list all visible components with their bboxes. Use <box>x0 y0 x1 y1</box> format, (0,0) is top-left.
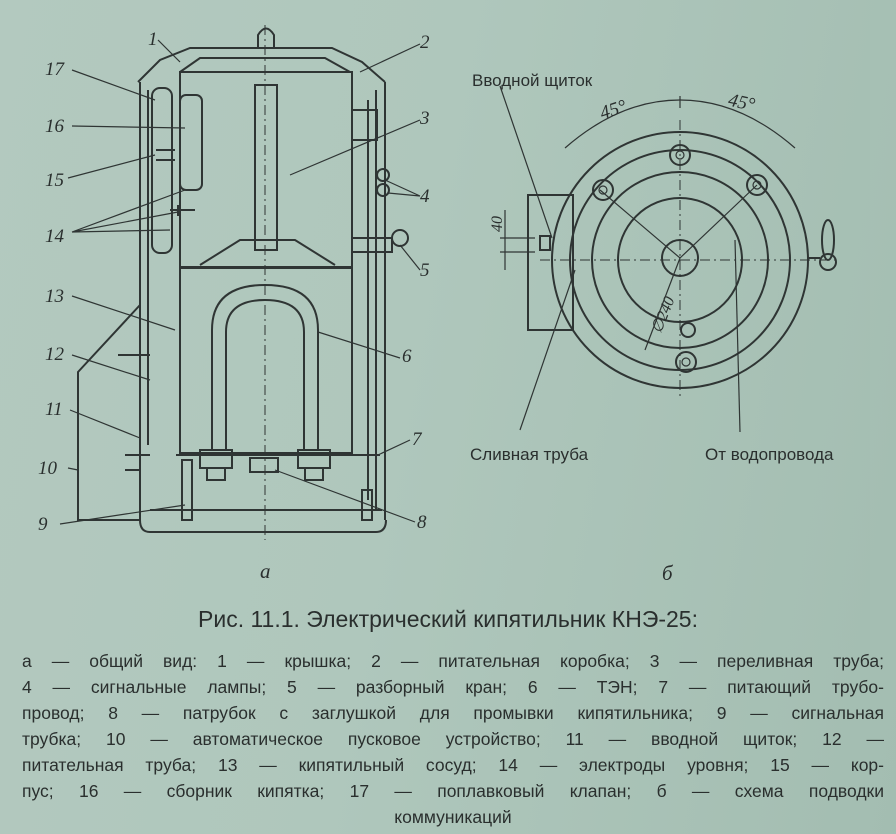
figure-drawing: 1 2 3 4 5 6 7 8 9 10 11 12 13 14 15 16 1… <box>38 25 840 585</box>
callout-leaders-b <box>499 85 741 433</box>
connection-scheme <box>500 96 840 400</box>
lid-knob <box>257 27 275 48</box>
callout-15: 15 <box>45 170 64 191</box>
lid <box>137 47 386 83</box>
callout-2: 2 <box>420 32 430 53</box>
boiling-vessel <box>179 267 353 454</box>
callout-17: 17 <box>45 59 66 80</box>
callout-10: 10 <box>38 458 58 479</box>
callout-7: 7 <box>412 429 423 450</box>
callout-12: 12 <box>45 344 65 365</box>
boiled-water-collector <box>179 71 353 268</box>
overflow-pipe <box>254 84 278 251</box>
caption-title: Рис. 11.1. Электрический кипятильник КНЭ… <box>198 606 698 632</box>
caption-line: 4 — сигнальные лампы; 5 — разборный кран… <box>22 677 884 697</box>
callout-13: 13 <box>45 286 64 307</box>
signal-lamp-1 <box>376 168 390 182</box>
callout-1: 1 <box>148 29 158 50</box>
caption-body: а — общий вид: 1 — крышка; 2 — питательн… <box>22 648 884 830</box>
part-a-label: а <box>260 559 271 583</box>
part-b-label: б <box>662 561 674 585</box>
callout-14: 14 <box>45 226 65 247</box>
label-angle-right: 45° <box>726 90 757 116</box>
caption-line: провод; 8 — патрубок с заглушкой для про… <box>22 703 884 723</box>
callout-4: 4 <box>420 186 430 207</box>
signal-tube <box>181 459 193 521</box>
callout-16: 16 <box>45 116 65 137</box>
input-panel-box <box>527 194 574 331</box>
boiler-general-view <box>77 25 409 540</box>
label-dim-40: 40 <box>489 216 506 232</box>
signal-lamp-2 <box>376 183 390 197</box>
caption-line: коммуникаций <box>394 807 512 827</box>
caption-line: а — общий вид: 1 — крышка; 2 — питательн… <box>22 651 884 671</box>
caption-line: пус; 16 — сборник кипятка; 17 — поплавко… <box>22 781 884 801</box>
label-input-panel: Вводной щиток <box>472 71 593 90</box>
callout-6: 6 <box>402 346 412 367</box>
label-from-water: От водопровода <box>705 445 834 464</box>
callout-9: 9 <box>38 514 48 535</box>
callout-8: 8 <box>417 512 427 533</box>
callout-leaders-a <box>59 39 421 525</box>
callout-5: 5 <box>420 260 430 281</box>
callout-11: 11 <box>45 399 63 420</box>
caption-line: трубка; 10 — автоматическое пусковое уст… <box>22 729 884 749</box>
feed-box <box>351 109 378 141</box>
starting-device <box>77 302 141 521</box>
callout-3: 3 <box>419 108 430 129</box>
label-drain-pipe: Сливная труба <box>470 445 589 464</box>
label-angle-left: 45° <box>597 96 629 124</box>
drain-tap <box>351 237 393 253</box>
float-valve <box>151 87 173 254</box>
caption-line: питательная труба; 13 — кипятильный сосу… <box>22 755 884 775</box>
